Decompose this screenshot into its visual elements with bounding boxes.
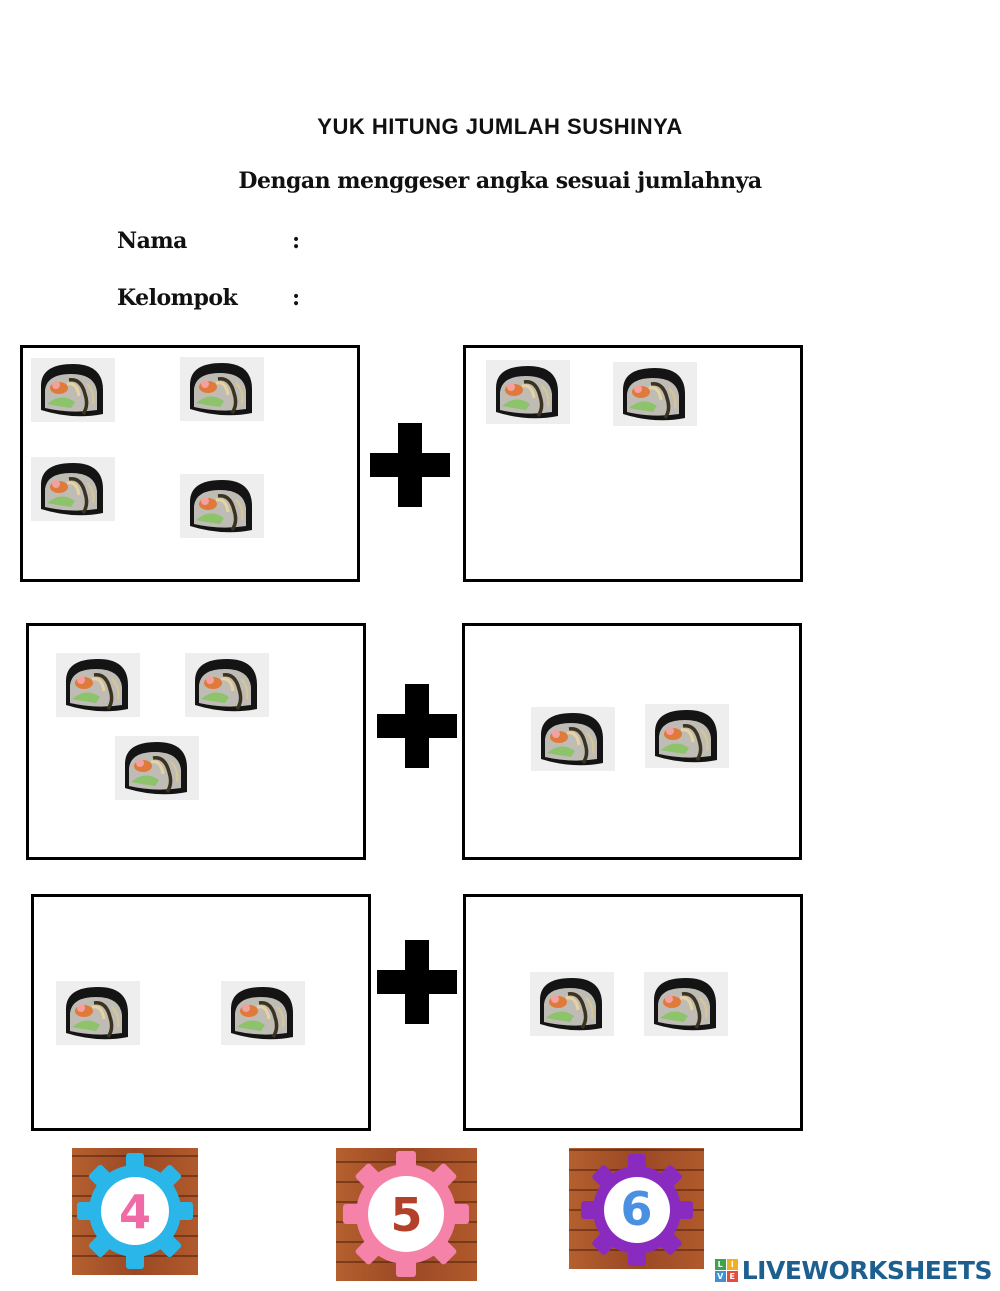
gear-icon bbox=[343, 1151, 469, 1277]
sushi-icon bbox=[180, 474, 264, 538]
worksheet-subtitle: Dengan menggeser angka sesuai jumlahnya bbox=[238, 168, 762, 194]
sushi-icon bbox=[221, 981, 305, 1045]
sushi-icon bbox=[185, 653, 269, 717]
sushi-icon bbox=[644, 972, 728, 1036]
gear-icon bbox=[581, 1154, 693, 1266]
gear-icon bbox=[77, 1153, 193, 1269]
plus-icon bbox=[377, 684, 457, 768]
plus-icon bbox=[377, 940, 457, 1024]
answer-tile-label: 4 bbox=[118, 1184, 151, 1239]
liveworksheets-logo: L I V E LIVEWORKSHEETS bbox=[714, 1255, 993, 1285]
group-colon: : bbox=[292, 285, 301, 311]
sushi-icon bbox=[613, 362, 697, 426]
sushi-icon bbox=[530, 972, 614, 1036]
answer-tile-label: 5 bbox=[390, 1187, 423, 1242]
group-label: Kelompok bbox=[117, 285, 238, 311]
problem-3-right-box bbox=[463, 894, 803, 1131]
sushi-icon bbox=[645, 704, 729, 768]
sushi-icon bbox=[115, 736, 199, 800]
sushi-icon bbox=[31, 358, 115, 422]
sushi-icon bbox=[56, 981, 140, 1045]
sushi-icon bbox=[56, 653, 140, 717]
plus-icon bbox=[370, 423, 450, 507]
answer-tile-6[interactable]: 6 bbox=[569, 1148, 704, 1269]
problem-2-right-box bbox=[462, 623, 802, 860]
answer-tile-4[interactable]: 4 bbox=[72, 1148, 198, 1275]
sushi-icon bbox=[531, 707, 615, 771]
sushi-icon bbox=[486, 360, 570, 424]
name-label: Nama bbox=[117, 228, 187, 254]
sushi-icon bbox=[180, 357, 264, 421]
brand-name: LIVEWORKSHEETS bbox=[741, 1255, 993, 1285]
answer-tile-label: 6 bbox=[620, 1181, 653, 1236]
name-colon: : bbox=[292, 228, 301, 254]
worksheet-title: YUK HITUNG JUMLAH SUSHINYA bbox=[317, 114, 683, 139]
sushi-icon bbox=[31, 457, 115, 521]
live-badge-icon: L I V E bbox=[714, 1258, 738, 1282]
answer-tile-5[interactable]: 5 bbox=[336, 1148, 477, 1281]
